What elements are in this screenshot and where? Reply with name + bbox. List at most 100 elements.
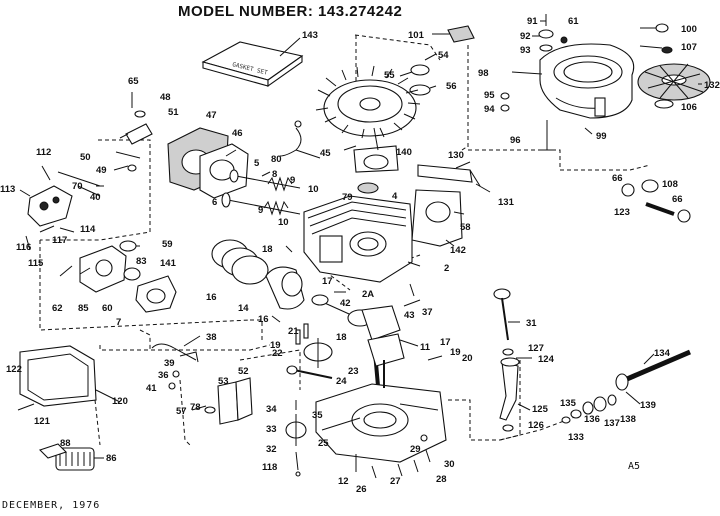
screw-43 — [403, 299, 421, 307]
screw-54 — [424, 53, 437, 61]
washer-136 — [582, 401, 594, 415]
callout: 53 — [218, 376, 229, 387]
callout: 57 — [176, 406, 187, 417]
callout: 37 — [422, 307, 433, 318]
screw-30 — [425, 449, 431, 463]
callout: 17 — [440, 337, 451, 348]
carburetor — [79, 245, 127, 293]
callout: 19 — [450, 347, 461, 358]
ring-138 — [607, 394, 617, 406]
nut-107 — [661, 46, 673, 54]
callout: 106 — [681, 102, 697, 113]
muffler — [19, 345, 97, 407]
callout: 142 — [450, 245, 466, 256]
callout: 133 — [568, 432, 584, 443]
oil-fill-tube — [499, 357, 520, 421]
callout: 125 — [532, 404, 549, 415]
callout: 130 — [448, 150, 464, 161]
control-bracket — [411, 164, 481, 247]
blower-housing — [539, 43, 635, 119]
callout: 99 — [596, 131, 607, 142]
callout: 54 — [438, 50, 449, 61]
wire-80 — [279, 127, 302, 157]
gasket-set: GASKET SET — [201, 41, 304, 88]
callout: 16 — [206, 292, 217, 303]
callout: 22 — [272, 348, 283, 359]
screw-99 — [584, 127, 593, 135]
screw-32 — [295, 451, 299, 471]
screw-45 — [343, 145, 357, 151]
callout: 122 — [6, 364, 22, 375]
tube-70 — [57, 171, 101, 187]
callout: 43 — [404, 310, 415, 321]
cap-108 — [641, 179, 659, 193]
gasket-83 — [123, 267, 141, 281]
link-38 — [151, 343, 197, 361]
callout: 24 — [336, 376, 347, 387]
callout: 139 — [640, 400, 656, 411]
gasket-59 — [119, 240, 137, 252]
callout: 45 — [320, 148, 331, 159]
callout: 120 — [112, 396, 128, 407]
callout: 98 — [478, 68, 489, 79]
callout: 93 — [520, 45, 531, 56]
dipstick — [493, 288, 511, 341]
callout: 91 — [527, 16, 538, 27]
callout: 95 — [484, 90, 495, 101]
callout: 83 — [136, 256, 147, 267]
governor-assembly — [285, 414, 307, 446]
callout: 38 — [206, 332, 217, 343]
screw-49 — [113, 165, 129, 171]
valve-spring-lower — [263, 200, 289, 216]
screw-57 — [191, 405, 207, 411]
callout: 66 — [612, 173, 623, 184]
callout: 52 — [238, 366, 249, 377]
callout: 56 — [446, 81, 457, 92]
callout: 117 — [52, 235, 67, 246]
spark-plug — [119, 123, 153, 145]
model-number-title: MODEL NUMBER: 143.274242 — [178, 3, 403, 20]
callout: 31 — [526, 318, 537, 329]
washer-135 — [570, 409, 582, 419]
callout: 121 — [34, 416, 51, 427]
bracket-53 — [217, 381, 239, 425]
leader-lines — [19, 20, 702, 459]
washer-94 — [500, 104, 510, 112]
callout: 123 — [614, 207, 630, 218]
callout: 132 — [704, 80, 720, 91]
washer-48b — [127, 164, 137, 172]
callout: 26 — [356, 484, 367, 495]
callout: 78 — [190, 402, 201, 413]
callout: 40 — [90, 192, 101, 203]
callout: 12 — [338, 476, 349, 487]
callout: 18 — [336, 332, 347, 343]
callout: 2 — [444, 263, 449, 274]
callout: 118 — [262, 462, 277, 473]
callout: 138 — [620, 414, 636, 425]
callout: 114 — [80, 224, 96, 235]
callout: 135 — [560, 398, 577, 409]
bracket-52 — [235, 377, 253, 421]
valve-5 — [235, 175, 301, 189]
fitting-66a — [621, 183, 635, 197]
valve-spring-upper — [267, 176, 293, 192]
nut-61 — [560, 36, 568, 44]
callout: 58 — [460, 222, 471, 233]
valve-6 — [227, 199, 301, 215]
callout: 140 — [396, 147, 412, 158]
publication-date: DECEMBER, 1976 — [2, 500, 101, 511]
screw-17b — [427, 355, 443, 361]
tappet-21a — [295, 329, 301, 345]
callout: 65 — [128, 76, 139, 87]
callout: 100 — [681, 24, 697, 35]
decal-101 — [447, 25, 475, 43]
callout: 85 — [78, 303, 89, 314]
callout: 59 — [162, 239, 173, 250]
callout: 131 — [498, 197, 515, 208]
callout: 14 — [238, 303, 249, 314]
diagram-code: A5 — [628, 461, 641, 472]
screw-116 — [25, 235, 31, 251]
callout: 19 — [270, 340, 281, 351]
bearing-137 — [593, 396, 607, 412]
